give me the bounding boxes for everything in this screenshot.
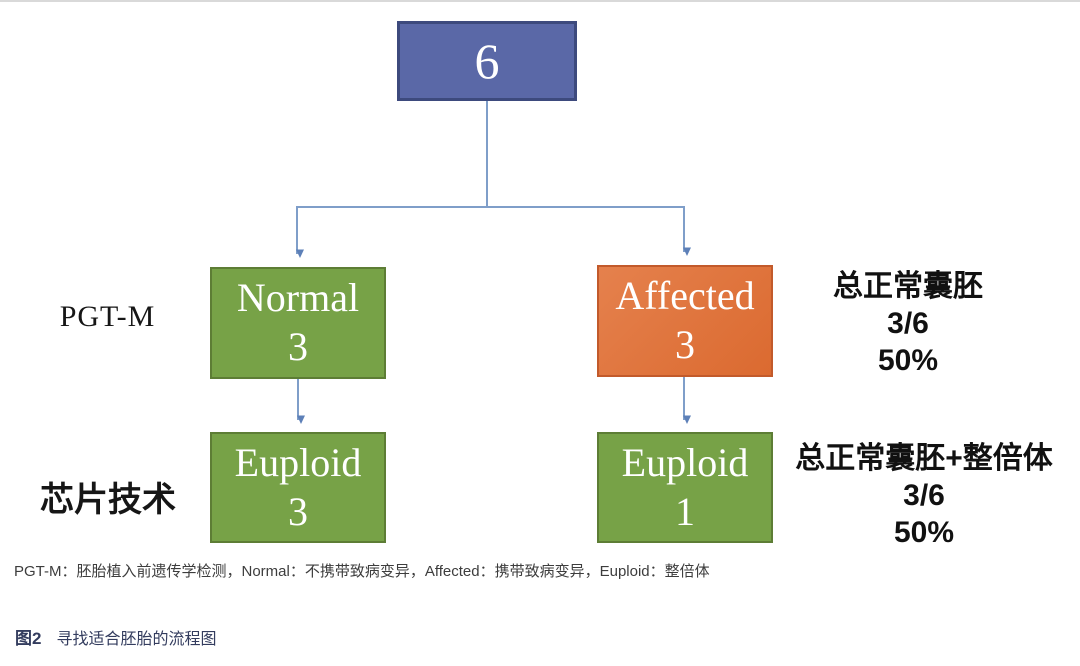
affected-node: Affected 3 bbox=[597, 265, 773, 377]
annotation-1-percent: 50% bbox=[877, 344, 939, 377]
euploid-right-node: Euploid 1 bbox=[597, 432, 773, 543]
euploid-left-node-label: Euploid bbox=[234, 439, 362, 485]
root-node-total-embryos: 6 bbox=[397, 21, 577, 101]
annotation-2-fraction: 3/6 bbox=[903, 479, 945, 512]
annotation-1-fraction: 3/6 bbox=[887, 307, 929, 340]
figure-caption-text: 寻找适合胚胎的流程图 bbox=[56, 631, 217, 648]
normal-node-label: Normal bbox=[236, 275, 360, 321]
abbreviation-footnote: PGT-M：胚胎植入前遗传学检测，Normal：不携带致病变异，Affected… bbox=[14, 563, 710, 580]
euploid-left-node-count: 3 bbox=[288, 488, 308, 534]
annotation-normal-blastocysts: 总正常囊胚 3/6 50% bbox=[793, 268, 1023, 379]
annotation-2-percent: 50% bbox=[893, 516, 955, 549]
annotation-2-title: 总正常囊胚+整倍体 bbox=[795, 442, 1053, 475]
normal-node: Normal 3 bbox=[210, 267, 386, 379]
affected-node-count: 3 bbox=[675, 322, 695, 367]
root-node-value: 6 bbox=[474, 32, 500, 89]
annotation-1-title: 总正常囊胚 bbox=[833, 270, 983, 303]
euploid-left-node: Euploid 3 bbox=[210, 432, 386, 543]
euploid-right-node-count: 1 bbox=[675, 488, 695, 534]
affected-node-label: Affected bbox=[615, 273, 755, 319]
euploid-right-node-label: Euploid bbox=[621, 439, 749, 485]
annotation-normal-plus-euploid: 总正常囊胚+整倍体 3/6 50% bbox=[768, 440, 1080, 551]
figure-caption: 图2 寻找适合胚胎的流程图 bbox=[15, 624, 216, 649]
figure-caption-tag: 图2 bbox=[15, 629, 42, 648]
normal-node-count: 3 bbox=[288, 324, 308, 369]
row-label-pgt-m: PGT-M bbox=[59, 300, 156, 333]
row-label-chip-technology: 芯片技术 bbox=[40, 481, 176, 519]
